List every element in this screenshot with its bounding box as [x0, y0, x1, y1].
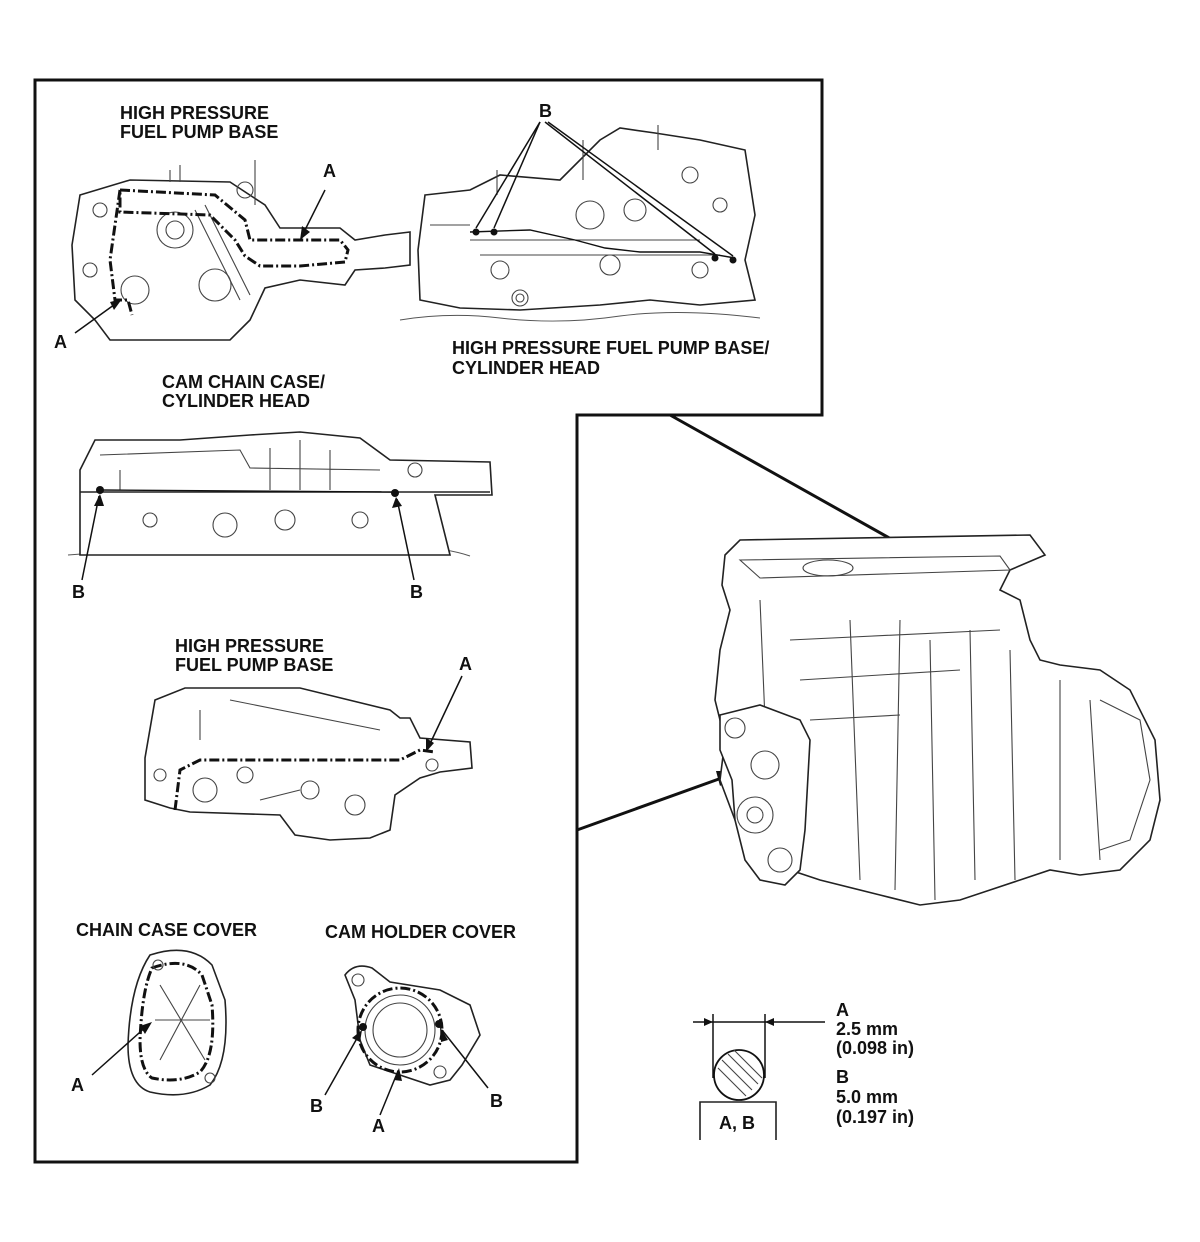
- callout-b-left: B: [72, 582, 85, 602]
- callout-frame: [33, 78, 824, 1164]
- view-hpfp-cylinder-head: B HIGH PRESSURE FUEL PUMP BASE/ CYLINDER…: [399, 101, 769, 378]
- callout-b-right: B: [410, 582, 423, 602]
- spec-b-label: B: [836, 1067, 849, 1087]
- callout-a-top: A: [323, 161, 336, 181]
- view-chain-case-cover: CHAIN CASE COVER A: [71, 920, 257, 1096]
- hpfp-base-mid-part: [144, 687, 473, 841]
- callout-a: A: [372, 1116, 385, 1136]
- view-cam-holder-cover: CAM HOLDER COVER B B A: [310, 922, 516, 1136]
- spec-b-size-mm: 5.0 mm: [836, 1087, 898, 1107]
- view-cam-chain-case: CAM CHAIN CASE/ CYLINDER HEAD B B: [67, 372, 493, 602]
- callout-a-left: A: [54, 332, 67, 352]
- pointer-line-bottom: [576, 773, 731, 832]
- callout-b: B: [539, 101, 552, 121]
- spec-a-size-in: (0.098 in): [836, 1038, 914, 1058]
- view-title: CAM HOLDER COVER: [325, 922, 516, 942]
- callout-a: A: [459, 654, 472, 674]
- cam-chain-case-part: [79, 431, 493, 556]
- callout-a: A: [71, 1075, 84, 1095]
- view-title: HIGH PRESSURE FUEL PUMP BASE/: [452, 338, 769, 358]
- hpfp-base-part: [71, 160, 411, 341]
- view-title: HIGH PRESSURE: [120, 103, 269, 123]
- callout-b-left: B: [310, 1096, 323, 1116]
- bead-cross-section: [713, 1049, 765, 1101]
- view-title: HIGH PRESSURE: [175, 636, 324, 656]
- bead-base-block: [699, 1101, 777, 1140]
- view-title: CYLINDER HEAD: [452, 358, 600, 378]
- view-title: FUEL PUMP BASE: [120, 122, 278, 142]
- view-title: FUEL PUMP BASE: [175, 655, 333, 675]
- bead-base-label: A, B: [719, 1113, 755, 1133]
- spec-b-size-in: (0.197 in): [836, 1107, 914, 1127]
- engine-overview: [714, 534, 1161, 906]
- spec-a-label: A: [836, 1000, 849, 1020]
- bead-spec-detail: A, B A 2.5 mm (0.098 in) B 5.0 mm (0.197…: [693, 1000, 914, 1140]
- belt-drive: [719, 704, 811, 886]
- view-hpfp-base-mid: HIGH PRESSURE FUEL PUMP BASE A: [144, 636, 473, 841]
- view-hpfp-base-top: HIGH PRESSURE FUEL PUMP BASE A A: [54, 103, 411, 352]
- view-title: CHAIN CASE COVER: [76, 920, 257, 940]
- chain-case-cover-part: [127, 949, 227, 1096]
- view-title: CYLINDER HEAD: [162, 391, 310, 411]
- view-title: CAM CHAIN CASE/: [162, 372, 325, 392]
- spec-a-size-mm: 2.5 mm: [836, 1019, 898, 1039]
- cylinder-head-part: [417, 125, 757, 311]
- callout-b-right: B: [490, 1091, 503, 1111]
